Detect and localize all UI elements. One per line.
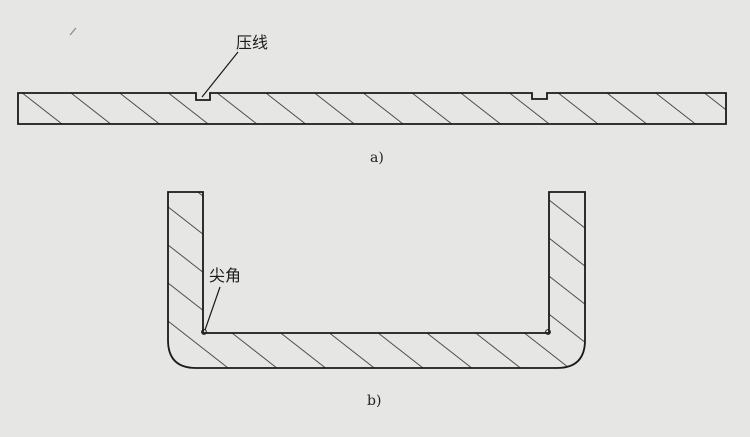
caption-b: b)	[367, 393, 382, 409]
sharp-corner-label: 尖角	[209, 266, 242, 285]
caption-a: a)	[370, 150, 384, 166]
stray-mark	[69, 27, 77, 36]
crease-callout-leader	[201, 51, 239, 98]
sharp-corner-callout-leader	[204, 286, 221, 331]
crease-label: 压线	[236, 33, 269, 52]
figure-a-strip	[17, 92, 727, 125]
figure-b-channel	[167, 191, 586, 369]
